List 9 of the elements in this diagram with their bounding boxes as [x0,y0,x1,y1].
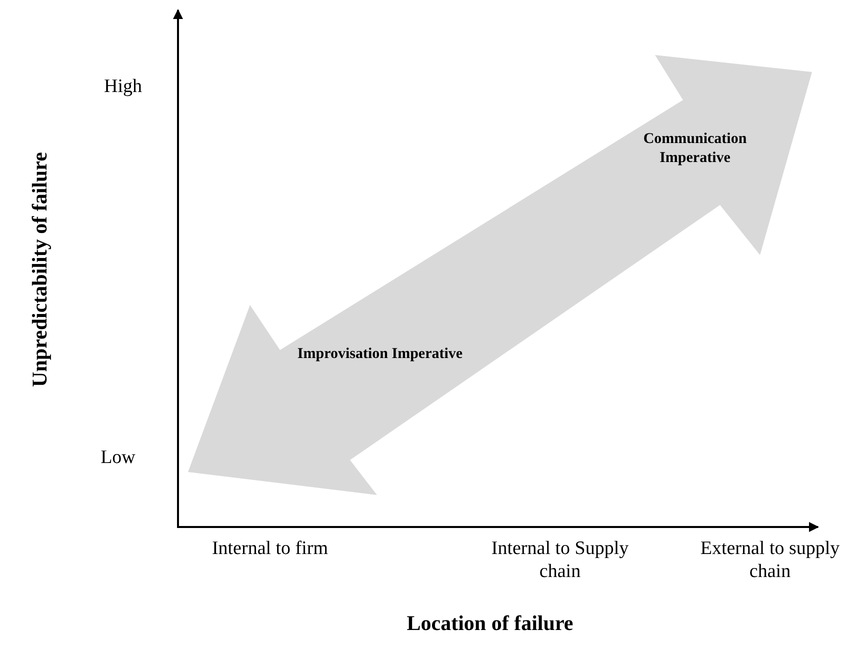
axis-tick-label: Internal to firm [210,537,330,560]
axis-tick-label: Low [100,446,136,469]
axis-title: Location of failure [406,612,574,635]
axis-tick-label: Internal to Supply chain [490,537,630,583]
arrow-text: Improvisation Imperative [296,345,464,364]
axis-tick-label: High [103,75,143,98]
arrow-text: Communication Imperative [642,130,748,168]
axis-tick-label: External to supply chain [699,537,841,583]
axis-title: Unpredictability of failure [28,151,52,389]
